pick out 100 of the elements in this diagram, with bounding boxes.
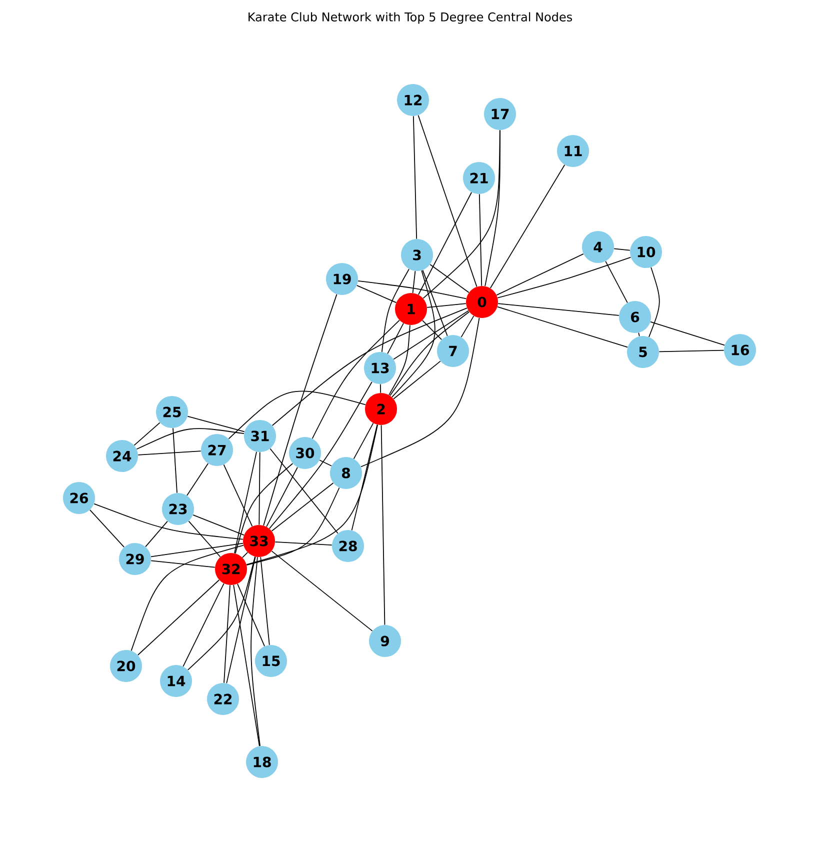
network-node: 33 — [243, 525, 275, 557]
edge-line — [138, 450, 202, 456]
edge-line — [268, 382, 372, 530]
edge-line — [422, 270, 448, 336]
edge-line — [223, 464, 253, 527]
edge-line — [187, 416, 245, 432]
edge-line — [271, 550, 373, 632]
edge-line — [490, 164, 566, 289]
edge-line — [393, 360, 441, 400]
network-node: 27 — [201, 434, 233, 466]
edge-line — [263, 294, 338, 526]
edge-line — [380, 424, 386, 626]
edge-line — [422, 130, 500, 299]
edge-line — [388, 324, 410, 396]
edge-line — [258, 452, 260, 526]
edge-line — [136, 428, 244, 450]
edge-line — [478, 194, 482, 286]
edge-line — [658, 350, 724, 352]
network-node: 32 — [215, 553, 247, 585]
network-node: 22 — [207, 683, 239, 715]
edge-line — [390, 311, 470, 396]
network-node: 3 — [401, 239, 433, 271]
network-node: 9 — [369, 625, 401, 657]
network-node: 11 — [557, 135, 589, 167]
edge-line — [130, 544, 244, 652]
network-node: 8 — [330, 457, 362, 489]
edge-line — [418, 192, 472, 296]
edge-line — [393, 310, 469, 360]
edge-line — [224, 584, 230, 684]
edge-line — [605, 260, 628, 304]
edge-line — [426, 303, 466, 308]
edge-line — [137, 580, 220, 656]
edge-line — [274, 541, 332, 546]
network-node: 0 — [466, 286, 498, 318]
network-node: 14 — [160, 665, 192, 697]
edge-line — [242, 552, 248, 558]
edge-line — [497, 256, 632, 298]
network-node: 18 — [246, 746, 278, 778]
edge-line — [360, 318, 480, 468]
edge-line — [266, 466, 298, 528]
network-node: 21 — [463, 162, 495, 194]
network-node: 1 — [395, 293, 427, 325]
chart-title: Karate Club Network with Top 5 Degree Central Nodes — [248, 12, 572, 24]
network-node: 25 — [156, 396, 188, 428]
edge-line — [260, 556, 270, 646]
edge-line — [150, 542, 244, 558]
edge-line — [186, 463, 209, 496]
edge-line — [134, 422, 160, 446]
edge-line — [246, 487, 340, 566]
edge-line — [392, 270, 436, 398]
edge-line — [192, 514, 244, 536]
network-node: 13 — [364, 352, 396, 384]
network-node: 6 — [619, 301, 651, 333]
edge-line — [226, 556, 256, 684]
edge-line — [422, 320, 442, 340]
edge-line — [234, 463, 294, 554]
edge-line — [648, 266, 660, 338]
edge-line — [172, 428, 178, 494]
edge-line — [650, 321, 725, 346]
edge-line — [412, 116, 418, 240]
edge-line — [270, 448, 338, 534]
edge-line — [356, 285, 397, 303]
edge-line — [381, 268, 410, 352]
edge-line — [380, 384, 382, 394]
edge-line — [234, 451, 257, 554]
network-node: 19 — [326, 263, 358, 295]
edge-line — [246, 424, 378, 566]
edge-line — [430, 264, 470, 293]
edge-line — [182, 583, 224, 667]
network-node: 17 — [484, 98, 516, 130]
network-node: 20 — [110, 650, 142, 682]
edge-line — [187, 556, 256, 670]
network-node: 31 — [244, 420, 276, 452]
edge-line — [418, 114, 478, 288]
edge-line — [614, 248, 630, 251]
network-node: 16 — [724, 334, 756, 366]
edge-line — [387, 322, 404, 354]
edge-line — [497, 306, 628, 348]
edge-line — [237, 583, 265, 647]
network-node: 29 — [119, 543, 151, 575]
edge-line — [319, 460, 332, 466]
edge-line — [188, 520, 221, 558]
network-node: 7 — [437, 335, 469, 367]
edge-line — [228, 390, 366, 440]
edge-line — [94, 503, 244, 540]
network-node: 2 — [365, 393, 397, 425]
network-node: 26 — [63, 482, 95, 514]
edge-line — [460, 316, 474, 338]
edge-line — [150, 560, 216, 568]
edge-line — [145, 520, 168, 548]
edge-line — [90, 510, 124, 548]
edge-line — [233, 584, 260, 746]
network-node: 4 — [582, 231, 614, 263]
edge-line — [496, 254, 584, 296]
network-node: 15 — [255, 645, 287, 677]
network-node: 30 — [289, 437, 321, 469]
edge-line — [353, 422, 374, 460]
network-node: 12 — [397, 84, 429, 116]
edge-line — [498, 303, 620, 316]
edge-line — [358, 280, 467, 300]
